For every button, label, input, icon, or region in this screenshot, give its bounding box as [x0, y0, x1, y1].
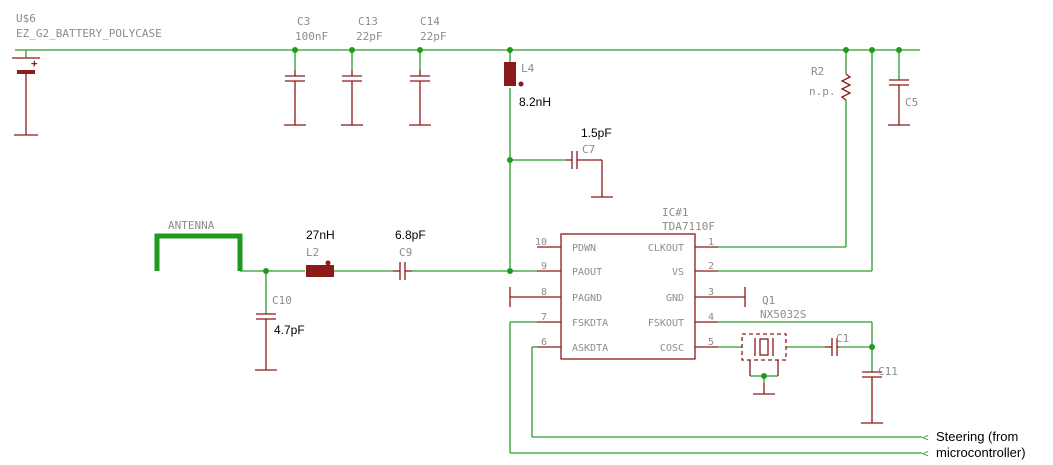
r2-value: n.p. — [809, 85, 836, 98]
l4-name: L4 — [521, 62, 535, 75]
c5-capacitor — [888, 79, 910, 126]
battery-symbol — [12, 57, 40, 136]
parts — [12, 57, 910, 424]
ic-pin-label: PAOUT — [572, 267, 602, 278]
l2-name: L2 — [306, 246, 319, 259]
c14-value: 22pF — [420, 30, 447, 43]
ic-pin-label: VS — [672, 267, 684, 278]
l2-value: 27nH — [306, 228, 335, 242]
r2-name: R2 — [811, 65, 824, 78]
battery-value: EZ_G2_BATTERY_POLYCASE — [16, 27, 162, 40]
ic-pin-label: PAGND — [572, 293, 602, 304]
steering-arrow: < — [922, 431, 929, 444]
q1-value: NX5032S — [760, 308, 806, 321]
ic-pin-number: 8 — [541, 287, 547, 298]
c3-value: 100nF — [295, 30, 328, 43]
c7-name: C7 — [582, 143, 595, 156]
c5-name: C5 — [905, 96, 918, 109]
c14-name: C14 — [420, 15, 440, 28]
ic-pin-number: 6 — [541, 337, 547, 348]
c1-name: C1 — [836, 332, 849, 345]
ic-pin-number: 1 — [708, 237, 714, 248]
ic-pin-label: FSKDTA — [572, 318, 608, 329]
q1-name: Q1 — [762, 294, 775, 307]
c7-value: 1.5pF — [581, 126, 612, 140]
c13-capacitor — [341, 70, 363, 126]
ic-value: TDA7110F — [662, 220, 715, 233]
antenna-name: ANTENNA — [168, 219, 215, 232]
battery-name: U$6 — [16, 12, 36, 25]
ic-pin-number: 4 — [708, 312, 714, 323]
ic-pin-label: ASKDTA — [572, 343, 608, 354]
l2-inductor — [306, 260, 334, 277]
ic-pin-label: GND — [666, 293, 684, 304]
ic-pin-number: 7 — [541, 312, 547, 323]
l4-value: 8.2nH — [519, 95, 551, 109]
c13-name: C13 — [358, 15, 378, 28]
c13-value: 22pF — [356, 30, 383, 43]
c10-value: 4.7pF — [274, 323, 305, 337]
c9-capacitor — [393, 262, 412, 280]
ic-pin-number: 2 — [708, 261, 714, 272]
junction-dots — [263, 47, 902, 379]
c10-capacitor — [255, 313, 277, 371]
l4-inductor — [504, 62, 524, 87]
ic-pin-label: FSKOUT — [648, 318, 684, 329]
c1-capacitor — [825, 338, 839, 356]
ic-pin-label: CLKOUT — [648, 243, 684, 254]
ic-pin-number: 5 — [708, 337, 714, 348]
battery-plus: + — [31, 57, 38, 70]
ic-pin-number: 3 — [708, 287, 714, 298]
ic-pin-number: 9 — [541, 261, 547, 272]
c10-name: C10 — [272, 294, 292, 307]
steering-arrow: < — [922, 447, 929, 460]
steering-label-line2: microcontroller) — [936, 445, 1026, 460]
c11-name: C11 — [878, 365, 898, 378]
r2-resistor — [840, 73, 852, 101]
ic-pin-label: PDWN — [572, 243, 596, 254]
c9-name: C9 — [399, 246, 412, 259]
antenna-symbol — [154, 233, 243, 271]
ic-name: IC#1 — [662, 206, 689, 219]
c7-capacitor — [566, 151, 613, 198]
ic-pin-label: COSC — [660, 343, 684, 354]
c9-value: 6.8pF — [395, 228, 426, 242]
c3-name: C3 — [297, 15, 310, 28]
c11-capacitor — [861, 371, 883, 424]
ic-tda7110f — [509, 233, 746, 360]
c3-capacitor — [284, 70, 306, 126]
steering-label-line1: Steering (from — [936, 429, 1018, 444]
c14-capacitor — [409, 70, 431, 126]
q1-crystal — [741, 333, 787, 395]
ic-pin-number: 10 — [535, 237, 547, 248]
wires — [15, 49, 922, 454]
